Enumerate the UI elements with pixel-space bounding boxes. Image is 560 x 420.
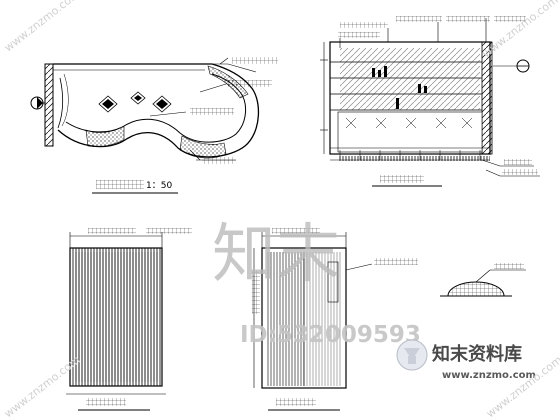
label-blob [232,57,278,64]
watermark-id: ID:532009593 [240,322,421,348]
plan-scale-label: 1：50 [146,181,172,191]
bar-plan-view: 1：50 [30,57,278,194]
plan-wall-left [44,63,54,147]
elevation-marker-icon [516,59,530,73]
door-detail-frame [261,247,347,389]
plan-chair-right [152,95,172,113]
arch-detail [440,263,526,297]
plan-chair-left [98,95,118,113]
shelf-bottle-icons [372,66,427,109]
shelf-elevation-view [320,16,540,187]
door-detail-elevation [252,228,418,411]
door-panel-elevation [66,228,192,411]
detail-callout-icon [447,281,505,297]
watermark-url: www.znzmo.com [442,370,536,381]
plan-chair-center [130,91,146,105]
watermark-url-diagonal-topright: www.znzmo.com [480,0,560,60]
watermark-library-name: 知末资料库 [432,343,522,365]
brand-logo-icon [396,339,428,371]
section-marker-icon [30,96,44,110]
elevation-cabinet-zone [337,111,483,153]
cabinet-cross-marks [345,117,473,129]
watermark-url-diagonal-bottomleft: www.znzmo.com [2,353,83,420]
plan-counter-hatch-band [85,125,125,148]
watermark-brand-glyphs: 知末 [212,218,340,292]
watermark-url-diagonal-topleft: www.znzmo.com [2,0,83,54]
